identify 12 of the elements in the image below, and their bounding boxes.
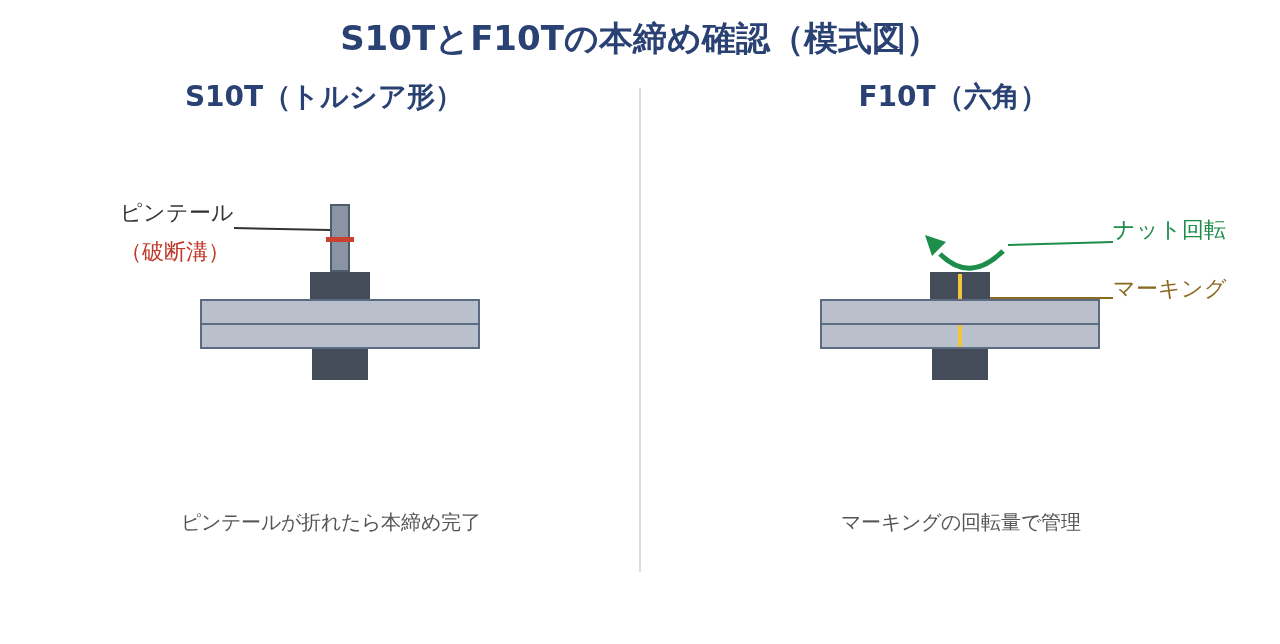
leader-line (1007, 241, 1114, 246)
section-heading: F10T（六角） (858, 78, 1048, 114)
section-heading: S10T（トルシア形） (184, 78, 464, 114)
callout-label: ピンテール (120, 199, 234, 227)
callout-label: マーキング (1113, 275, 1227, 303)
callout-label: ナット回転 (1113, 216, 1226, 244)
leader-line (989, 297, 1114, 299)
leader-line (233, 227, 331, 231)
diagram-title: S10TとF10Tの本締め確認（模式図） (340, 16, 940, 60)
caption-text: ピンテールが折れたら本締め完了 (181, 509, 481, 535)
callout-note: （破断溝） (120, 237, 230, 265)
caption-text: マーキングの回転量で管理 (841, 509, 1081, 535)
